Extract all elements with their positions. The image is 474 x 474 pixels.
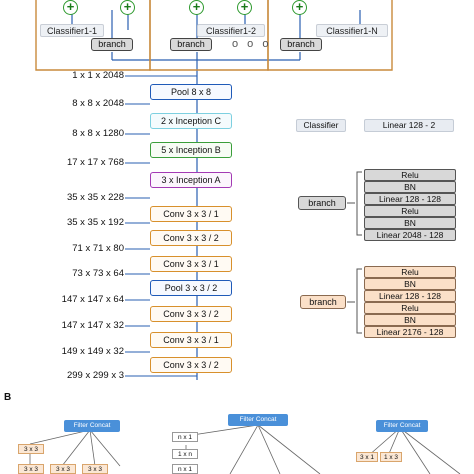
legend-layer-cell: BN [364,314,456,326]
dimension-label: 8 x 8 x 2048 [72,98,124,109]
dimension-label: 35 x 35 x 192 [66,217,124,228]
legend-layer-cell: Linear 128 - 128 [364,193,456,205]
dimension-label: 299 x 299 x 3 [66,370,124,381]
legend-layer-cell: Relu [364,266,456,278]
branch-2-tag: branch [170,38,212,51]
dimension-label: 1 x 1 x 2048 [72,70,124,81]
layer-conv: Conv 3 x 3 / 2 [150,306,232,322]
branch-n-tag: branch [280,38,322,51]
dimension-label: 17 x 17 x 768 [66,157,124,168]
block-nx1: n x 1 [172,464,198,474]
dimension-label: 73 x 73 x 64 [72,268,124,279]
legend-layer-cell: Relu [364,205,456,217]
add-node-icon: + [292,0,307,15]
layer-inception-c: 2 x Inception C [150,113,232,129]
branch-1-tag: branch [91,38,133,51]
dimension-label: 8 x 8 x 1280 [72,128,124,139]
legend-layer-cell: Relu [364,169,456,181]
classifier-1-2-label: Classifier1-2 [197,24,265,37]
block-3x3: 3 x 3 [50,464,76,474]
dimension-label: 147 x 147 x 64 [61,294,124,305]
block-3x3: 3 x 3 [82,464,108,474]
layer-conv: Conv 3 x 3 / 1 [150,206,232,222]
dimension-label: 147 x 147 x 32 [61,320,124,331]
legend-layer-cell: Relu [364,302,456,314]
dimension-label: 35 x 35 x 228 [66,192,124,203]
legend-layer-cell: Linear 2048 - 128 [364,229,456,241]
block-3x3: 3 x 3 [18,464,44,474]
block-nx1: n x 1 [172,432,198,442]
add-node-icon: + [63,0,78,15]
block-3x3: 3 x 3 [18,444,44,454]
classifier-1-n-label: Classifier1-N [316,24,388,37]
legend-branch-grey: branch [298,196,346,210]
legend-classifier-label: Classifier [296,119,346,132]
add-node-icon: + [120,0,135,15]
legend-layer-cell: Linear 128 - 128 [364,290,456,302]
block-1xn: 1 x n [172,449,198,459]
filter-concat-right: Filter Concat [376,420,428,432]
layer-conv: Conv 3 x 3 / 1 [150,332,232,348]
layer-conv: Conv 3 x 3 / 1 [150,256,232,272]
dimension-label: 71 x 71 x 80 [72,243,124,254]
block-3x1: 3 x 1 [356,452,378,462]
legend-layer-cell: BN [364,217,456,229]
panel-b-letter: B [4,392,12,403]
filter-concat-middle: Filter Concat [228,414,288,426]
legend-classifier-value: Linear 128 - 2 [364,119,454,132]
block-1x3: 1 x 3 [380,452,402,462]
layer-conv: Conv 3 x 3 / 2 [150,230,232,246]
layer-conv: Conv 3 x 3 / 2 [150,357,232,373]
legend-branch-peach: branch [300,295,346,309]
dimension-label: 149 x 149 x 32 [61,346,124,357]
legend-layer-cell: BN [364,278,456,290]
layer-pool-3x3: Pool 3 x 3 / 2 [150,280,232,296]
layer-inception-b: 5 x Inception B [150,142,232,158]
legend-layer-cell: Linear 2176 - 128 [364,326,456,338]
layer-pool-8x8: Pool 8 x 8 [150,84,232,100]
classifier-1-1-label: Classifier1-1 [40,24,104,37]
add-node-icon: + [189,0,204,15]
ellipsis-dots: o o o [232,38,272,50]
add-node-icon: + [237,0,252,15]
layer-inception-a: 3 x Inception A [150,172,232,188]
legend-layer-cell: BN [364,181,456,193]
filter-concat-left: Filter Concat [64,420,120,432]
